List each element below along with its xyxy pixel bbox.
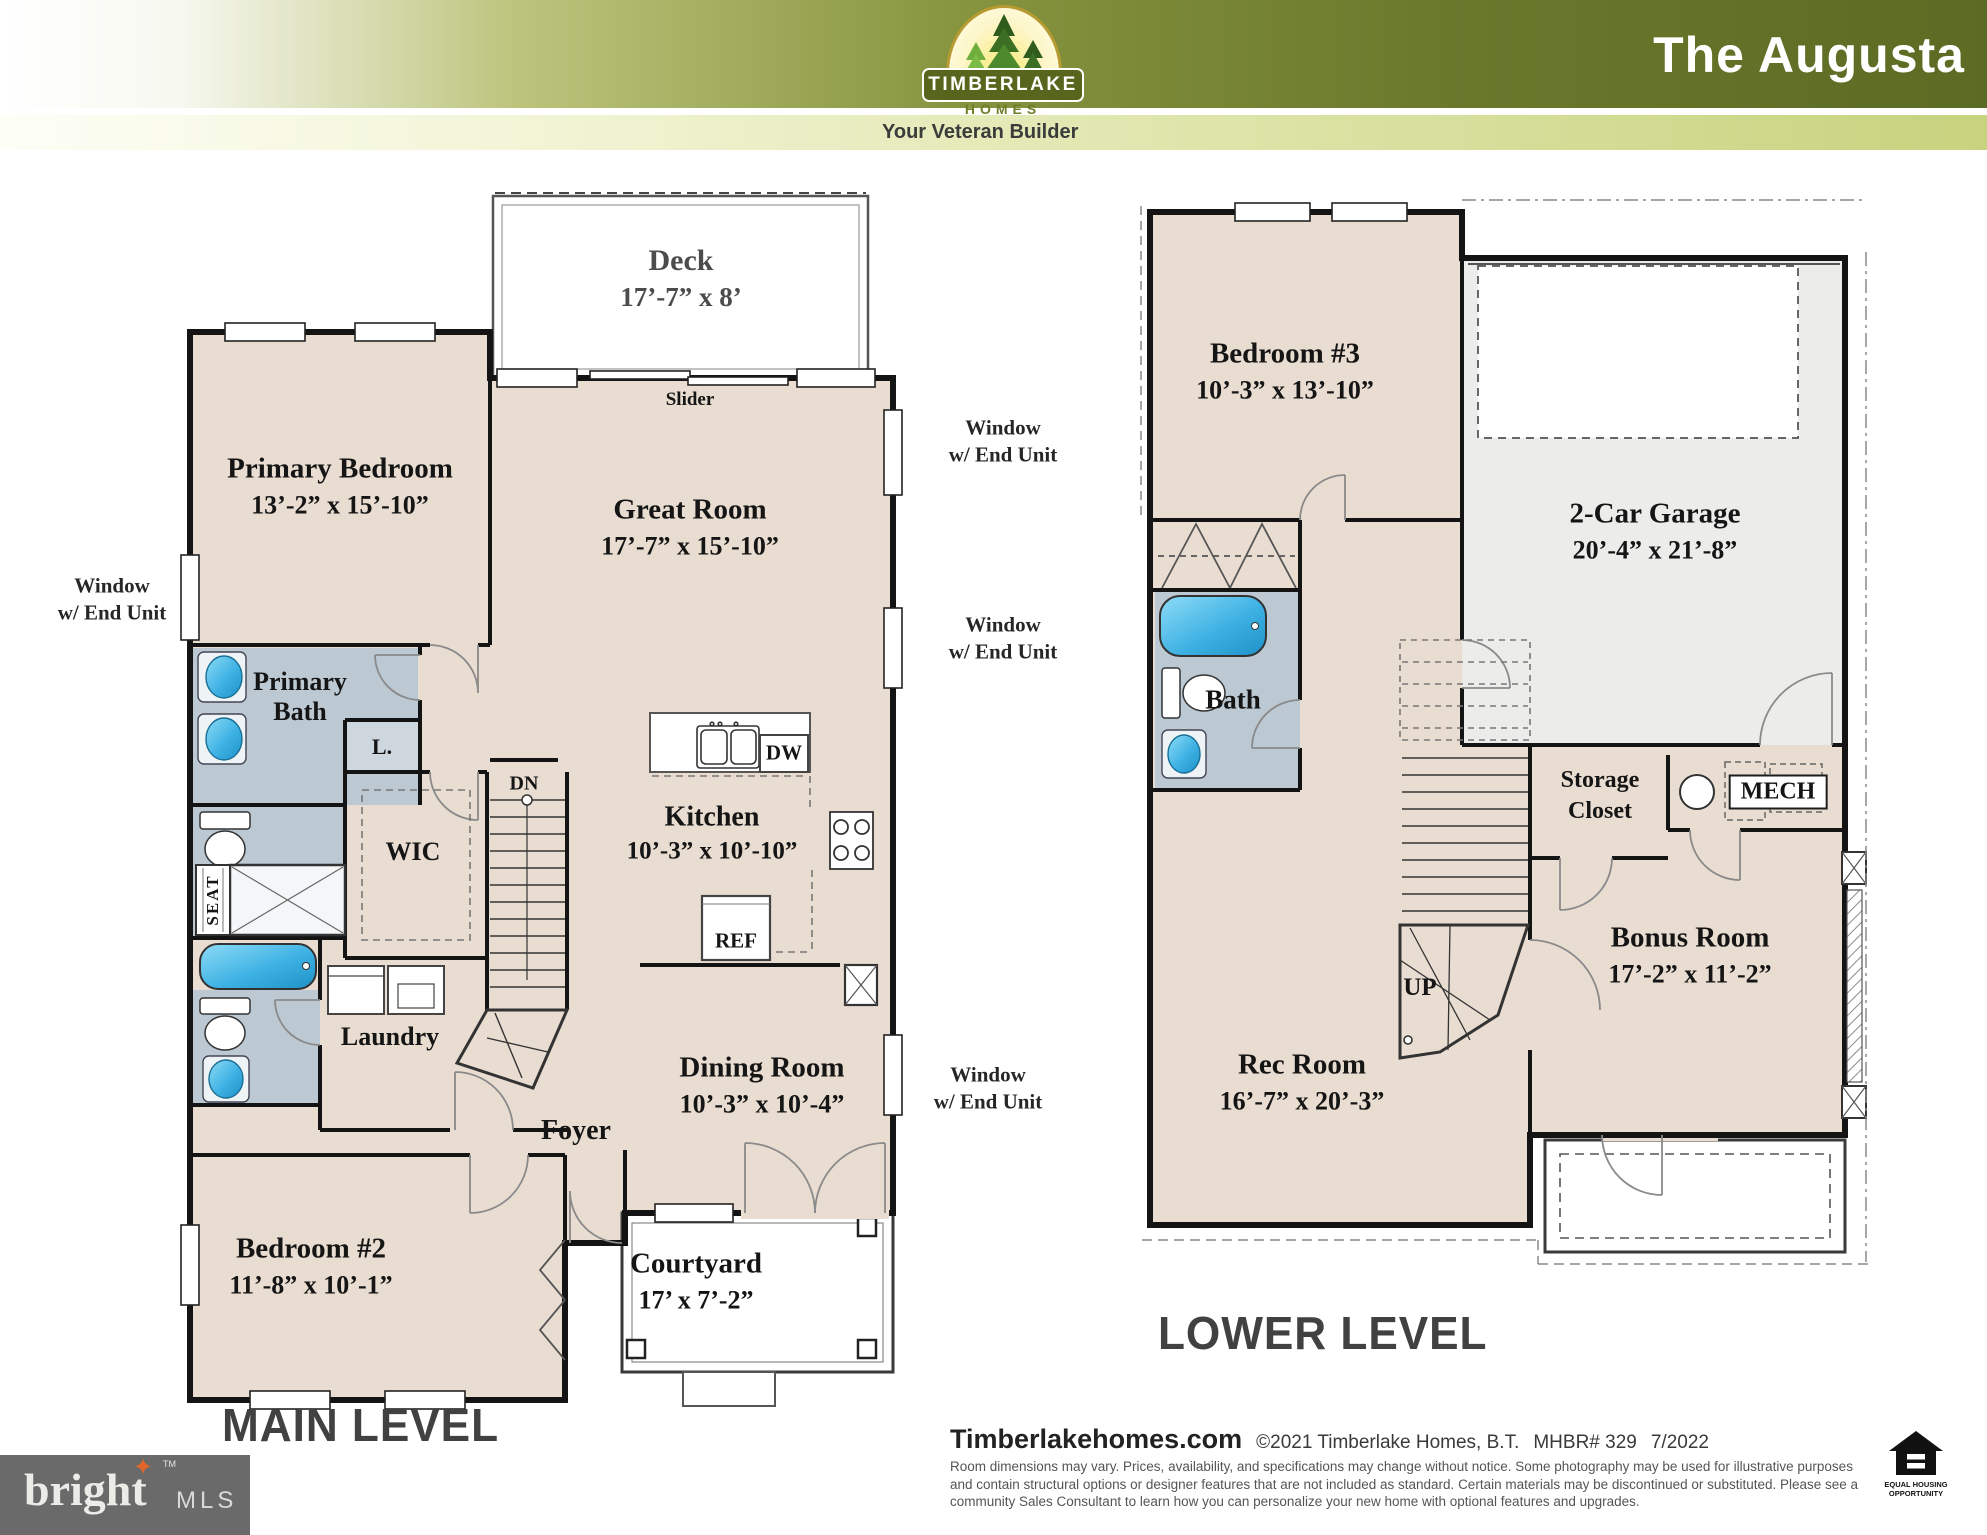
equal-housing-house-icon xyxy=(1889,1431,1943,1475)
lower-doors xyxy=(1251,474,1833,1196)
patio-outline xyxy=(1543,1129,1847,1254)
window-seat-box xyxy=(843,963,879,1007)
footer-site-row: Timberlakehomes.com ©2021 Timberlake Hom… xyxy=(950,1424,1709,1455)
copyright: ©2021 Timberlake Homes, B.T. xyxy=(1256,1432,1520,1453)
wic-shelving-dashed xyxy=(361,789,471,941)
water-heater-icon xyxy=(1679,774,1715,810)
shower-icon xyxy=(228,863,347,937)
lower-stairs xyxy=(1398,639,1531,1060)
dishwasher-box xyxy=(759,734,809,773)
timberlake-logo-homes: HOMES xyxy=(964,101,1042,117)
room-label-garage: 2-Car Garage 20’-4” x 21’-8” xyxy=(1569,497,1741,564)
sink-icon xyxy=(202,1055,250,1103)
label-dn: DN xyxy=(509,772,539,795)
timberlake-logo-badge: TIMBERLAKE xyxy=(922,68,1084,102)
room-label-bonus: Bonus Room 17’-2” x 11’-2” xyxy=(1608,921,1772,988)
garage-door-dashed xyxy=(1468,263,1840,439)
site-url: Timberlakehomes.com xyxy=(950,1424,1243,1454)
stove-icon xyxy=(829,811,874,870)
bathroom-fixtures-main xyxy=(195,651,347,1103)
main-windows xyxy=(180,322,903,1410)
room-label-laundry: Laundry xyxy=(340,1022,440,1051)
room-label-mech: MECH xyxy=(1728,774,1828,810)
bright-wordmark: bright xyxy=(24,1464,147,1515)
disclaimer-text: Room dimensions may vary. Prices, availa… xyxy=(950,1459,1859,1510)
stoop xyxy=(682,1371,776,1407)
room-label-bath: Bath xyxy=(1205,684,1261,715)
closet-bifold-icon xyxy=(1158,522,1297,589)
room-label-wic: WIC xyxy=(385,837,441,866)
room-label-bedroom3: Bedroom #3 10’-3” x 13’-10” xyxy=(1196,337,1374,404)
toilet-icon xyxy=(1161,667,1226,719)
bathtub-icon xyxy=(1159,595,1267,657)
slider-panel xyxy=(687,376,789,386)
label-dw: DW xyxy=(765,740,803,765)
bright-mls-logo: bright ✦ TM MLS xyxy=(0,1455,250,1535)
hatch-strip xyxy=(1841,851,1867,1119)
sink-icon xyxy=(1161,729,1207,779)
label-linen: L. xyxy=(371,734,393,759)
label-slider: Slider xyxy=(665,389,715,410)
toilet-icon xyxy=(199,997,251,1051)
mhbr-number: MHBR# 329 xyxy=(1533,1432,1637,1453)
foundation-lines xyxy=(1142,1239,1868,1265)
seat-bench-icon xyxy=(195,864,231,936)
plan-title: The Augusta xyxy=(1653,27,1965,83)
main-doors xyxy=(274,644,886,1361)
header-stripe xyxy=(0,115,1987,150)
sink-icon xyxy=(197,713,247,765)
bifold-closet-icon xyxy=(538,1239,566,1361)
bathtub-icon xyxy=(199,943,317,990)
date: 7/2022 xyxy=(1650,1432,1709,1453)
lower-exterior-walls xyxy=(1147,209,1848,1228)
main-level-plan xyxy=(180,192,903,1410)
fridge-icon xyxy=(700,894,772,962)
equal-housing-logo: EQUAL HOUSING OPPORTUNITY xyxy=(1884,1430,1948,1498)
lower-level-title: LOWER LEVEL xyxy=(1158,1307,1488,1359)
header-divider xyxy=(0,108,1987,115)
property-lines xyxy=(1140,199,1868,1265)
mls-wordmark: MLS xyxy=(176,1487,238,1514)
courtyard-outline xyxy=(620,1211,895,1407)
slider-panel xyxy=(589,370,691,380)
trademark: TM xyxy=(163,1459,176,1469)
main-interior-walls xyxy=(190,378,840,1400)
tagline: Your Veteran Builder xyxy=(882,121,1079,143)
lower-windows xyxy=(1234,202,1408,222)
main-level-title: MAIN LEVEL xyxy=(222,1399,500,1451)
room-label-bedroom2: Bedroom #2 11’-8” x 10’-1” xyxy=(229,1232,393,1299)
room-label-courtyard: Courtyard 17’ x 7’-2” xyxy=(629,1247,763,1314)
label-up: UP xyxy=(1403,974,1437,1001)
bathroom-fixtures-lower xyxy=(1159,595,1267,779)
label-ref: REF xyxy=(715,928,757,953)
label-seat: SEAT xyxy=(203,874,222,926)
room-label-storage-closet: Storage Closet xyxy=(1560,766,1640,824)
room-label-primary-bath: Primary Bath xyxy=(253,667,347,726)
toilet-icon xyxy=(199,811,251,868)
room-label-great-room: Great Room 17’-7” x 15’-10” xyxy=(601,493,779,560)
kitchen-sink-icon xyxy=(696,721,760,769)
counter-dashed xyxy=(652,775,813,953)
sink-icon xyxy=(197,651,247,703)
room-label-primary-bedroom: Primary Bedroom 13’-2” x 15’-10” xyxy=(227,452,453,519)
main-stairs xyxy=(454,794,570,1090)
eho-text-1: EQUAL HOUSING xyxy=(1884,1480,1948,1489)
lower-interior-walls xyxy=(1150,258,1845,1135)
eho-text-2: OPPORTUNITY xyxy=(1888,1488,1944,1498)
star-icon: ✦ xyxy=(133,1455,154,1481)
room-label-rec: Rec Room 16’-7” x 20’-3” xyxy=(1219,1048,1385,1115)
lower-level-plan xyxy=(1140,199,1868,1265)
room-label-deck: Deck 17’-7” x 8’ xyxy=(620,243,742,312)
washer-icon xyxy=(327,965,385,1015)
laundry-appliances xyxy=(327,965,445,1015)
kitchen-fixtures xyxy=(649,712,879,1007)
room-label-foyer: Foyer xyxy=(541,1115,611,1146)
room-label-kitchen: Kitchen 10’-3” x 10’-10” xyxy=(626,801,798,865)
room-label-dining: Dining Room 10’-3” x 10’-4” xyxy=(679,1051,845,1118)
